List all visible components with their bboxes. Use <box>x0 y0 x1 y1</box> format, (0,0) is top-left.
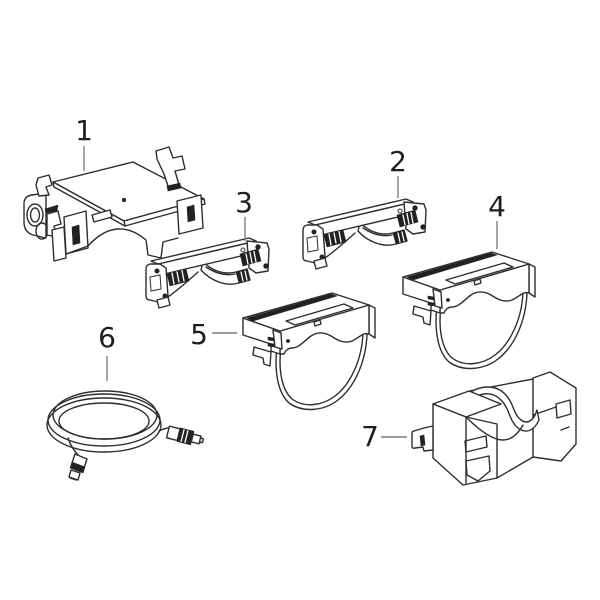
part-4-label: 4 <box>488 190 506 223</box>
cable-elbow-plug <box>68 453 88 481</box>
part-6-label: 6 <box>98 321 116 354</box>
part-2-label: 2 <box>389 145 407 178</box>
rail-bracket-shape <box>302 198 427 270</box>
part-4-drawing <box>402 251 536 370</box>
part-3-label: 3 <box>235 186 253 219</box>
part-5-drawing <box>242 292 376 411</box>
rail-bracket-shape <box>145 237 270 309</box>
part-5-label: 5 <box>190 318 208 351</box>
part-3-drawing <box>145 237 270 309</box>
part-7-label: 7 <box>361 420 379 453</box>
cable-plug <box>165 425 205 446</box>
part-1-drawing <box>23 146 206 262</box>
clamp-block-shape <box>242 292 376 411</box>
part-2-drawing <box>302 198 427 270</box>
callouts: 1 2 3 4 5 6 7 <box>75 114 506 453</box>
part-6-drawing <box>46 390 205 481</box>
part-1-label: 1 <box>75 114 93 147</box>
clamp-block-shape <box>402 251 536 370</box>
part-7-drawing <box>411 371 577 486</box>
